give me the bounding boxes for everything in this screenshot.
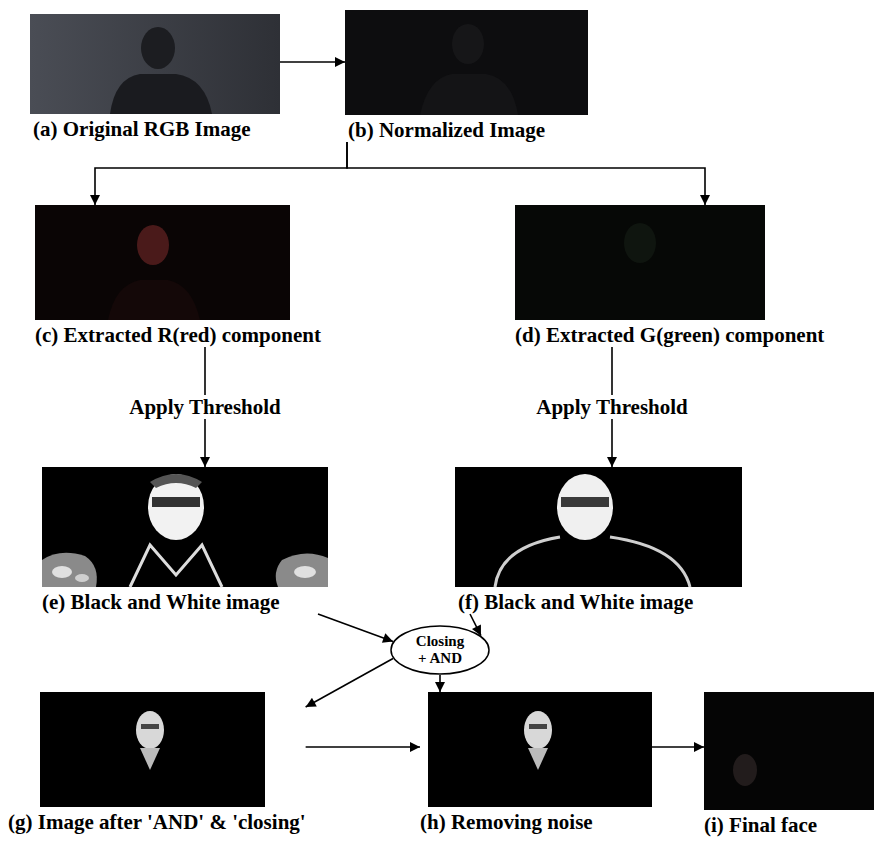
shoulder-outline xyxy=(610,537,690,587)
image-panel: (b) Normalized Image xyxy=(345,10,588,142)
flow-arrow xyxy=(95,142,347,205)
edge-label: Apply Threshold xyxy=(126,395,284,419)
photo-ground xyxy=(515,205,765,320)
photo-ground xyxy=(30,14,280,114)
operation-ellipse: Closing + AND xyxy=(390,625,490,675)
flow-arrow xyxy=(318,614,393,641)
eye-band xyxy=(561,497,609,507)
caption: (b) Normalized Image xyxy=(348,118,588,142)
caption: (c) Extracted R(red) component xyxy=(35,323,321,347)
face-region xyxy=(557,474,613,540)
ellipse-outline xyxy=(391,626,489,674)
person-body xyxy=(108,280,200,320)
noise-patch xyxy=(42,553,97,587)
image-area xyxy=(35,205,290,320)
image-area xyxy=(455,467,742,587)
face-region xyxy=(624,223,656,263)
noise-patch xyxy=(52,566,72,578)
person-body xyxy=(110,74,212,114)
image-panel: (g) Image after 'AND' & 'closing' xyxy=(8,692,306,834)
photo-ground xyxy=(40,692,265,807)
caption: (a) Original RGB Image xyxy=(33,117,280,141)
noise-patch xyxy=(276,553,328,587)
image-panel: (i) Final face xyxy=(704,692,874,837)
flow-arrow xyxy=(347,142,705,205)
image-panel: (e) Black and White image xyxy=(42,467,328,614)
image-area xyxy=(428,692,652,807)
caption: (f) Black and White image xyxy=(458,590,742,614)
person-body xyxy=(420,74,518,115)
face-region xyxy=(137,225,169,265)
image-area xyxy=(30,14,280,114)
image-area xyxy=(42,467,328,587)
image-panel: (f) Black and White image xyxy=(455,467,742,614)
edge-label: Apply Threshold xyxy=(533,395,691,419)
flow-arrow xyxy=(280,61,345,63)
photo-ground xyxy=(428,692,652,807)
caption: (i) Final face xyxy=(704,813,874,837)
image-area xyxy=(345,10,588,115)
face-region xyxy=(524,711,552,749)
eye-band xyxy=(152,497,200,507)
image-panel: (a) Original RGB Image xyxy=(30,14,280,141)
photo-ground xyxy=(35,205,290,320)
image-panel: (h) Removing noise xyxy=(420,692,652,834)
neck-region xyxy=(528,748,548,770)
flow-arrow xyxy=(306,659,393,707)
hair xyxy=(150,474,202,488)
shoulder-outline xyxy=(495,537,560,587)
face-region xyxy=(136,711,164,749)
caption: (d) Extracted G(green) component xyxy=(515,323,824,347)
face-region xyxy=(733,754,757,786)
person-head xyxy=(141,27,175,69)
caption: (e) Black and White image xyxy=(42,590,328,614)
photo-ground xyxy=(704,692,874,810)
caption: (h) Removing noise xyxy=(420,810,652,834)
body-outline xyxy=(130,545,222,587)
photo-ground xyxy=(42,467,328,587)
eye-band xyxy=(141,724,159,729)
noise-patch xyxy=(294,566,316,578)
image-area xyxy=(515,205,765,320)
person-head xyxy=(452,24,484,64)
noise-patch xyxy=(75,574,89,582)
neck-region xyxy=(140,748,160,770)
flow-arrow xyxy=(306,746,420,748)
caption: (g) Image after 'AND' & 'closing' xyxy=(8,810,306,834)
image-panel: (d) Extracted G(green) component xyxy=(515,205,824,347)
image-area xyxy=(40,692,265,807)
photo-ground xyxy=(345,10,588,115)
photo-ground xyxy=(455,467,742,587)
flow-arrow xyxy=(652,746,704,748)
eye-band xyxy=(529,724,547,729)
image-panel: (c) Extracted R(red) component xyxy=(35,205,321,347)
face-region xyxy=(148,474,204,540)
flow-arrow xyxy=(439,675,441,692)
operation-label: Closing + AND xyxy=(412,633,468,667)
image-area xyxy=(704,692,874,810)
